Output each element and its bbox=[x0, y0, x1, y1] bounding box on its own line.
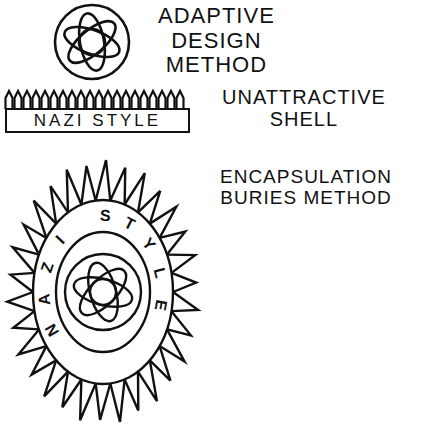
emblem-rim bbox=[55, 5, 129, 79]
encapsulation-ring: N A ZI STYL E bbox=[3, 152, 203, 432]
shell-spike bbox=[150, 91, 157, 109]
ring-letter: E bbox=[152, 299, 170, 312]
shell-spike bbox=[105, 91, 112, 109]
knot-emblem bbox=[55, 5, 129, 79]
shell-spike bbox=[132, 91, 139, 109]
spiky-shell-band bbox=[6, 91, 184, 109]
shell-spike bbox=[159, 91, 166, 109]
caption-note: ENCAPSULATION BURIES METHOD bbox=[220, 166, 392, 209]
ring-letter: N bbox=[43, 321, 63, 339]
ring-letter: S bbox=[100, 208, 111, 224]
shell-spike bbox=[87, 91, 94, 109]
ring-letter: Z bbox=[38, 260, 56, 274]
emblem-rim bbox=[65, 254, 141, 330]
ring-spike bbox=[110, 379, 124, 421]
knot-loop bbox=[73, 262, 134, 323]
ring-spike bbox=[171, 273, 196, 292]
shell-spike bbox=[69, 91, 76, 109]
shell-spike bbox=[33, 91, 40, 109]
shell-spike bbox=[141, 91, 148, 109]
ring-letter: I bbox=[53, 233, 68, 247]
shell-spike bbox=[51, 91, 58, 109]
ring-spike bbox=[110, 168, 125, 205]
knot-core bbox=[79, 29, 105, 55]
shell-spike bbox=[42, 91, 49, 109]
ring-spike bbox=[81, 166, 95, 204]
ring-letter: L bbox=[151, 266, 169, 279]
shell-spike bbox=[60, 91, 67, 109]
ring-spike bbox=[171, 292, 198, 311]
ring-spike bbox=[96, 160, 111, 200]
shell-spike bbox=[114, 91, 121, 109]
ring-spike bbox=[10, 273, 34, 292]
shell-spike bbox=[177, 91, 184, 109]
shell-spike bbox=[123, 91, 130, 109]
box-text: NAZI STYLE bbox=[34, 112, 161, 129]
caption-note: UNATTRACTIVE SHELL bbox=[222, 86, 386, 131]
ring-spike bbox=[96, 383, 111, 419]
ring-letter: A bbox=[36, 293, 53, 306]
knot-core bbox=[90, 279, 116, 305]
knot-loop bbox=[62, 14, 122, 70]
shell-spike bbox=[96, 91, 103, 109]
style-box: NAZI STYLE bbox=[5, 108, 190, 133]
ring-text: N A ZI STYL E bbox=[3, 152, 203, 432]
shell-spike bbox=[78, 91, 85, 109]
shell-spike bbox=[6, 91, 13, 109]
ring-spike bbox=[80, 379, 96, 420]
shell-spike bbox=[15, 91, 22, 109]
shell-spike bbox=[168, 91, 175, 109]
shell-spike bbox=[24, 91, 31, 109]
ring-letter: Y bbox=[139, 235, 158, 253]
buried-knot-emblem bbox=[65, 254, 141, 330]
ring-inner bbox=[56, 232, 150, 352]
ring-outer bbox=[33, 200, 173, 384]
ring-outline bbox=[3, 152, 203, 432]
ring-spike bbox=[7, 292, 34, 311]
ring-letter: T bbox=[121, 215, 137, 234]
caption-note: ADAPTIVE DESIGN METHOD bbox=[158, 4, 275, 78]
